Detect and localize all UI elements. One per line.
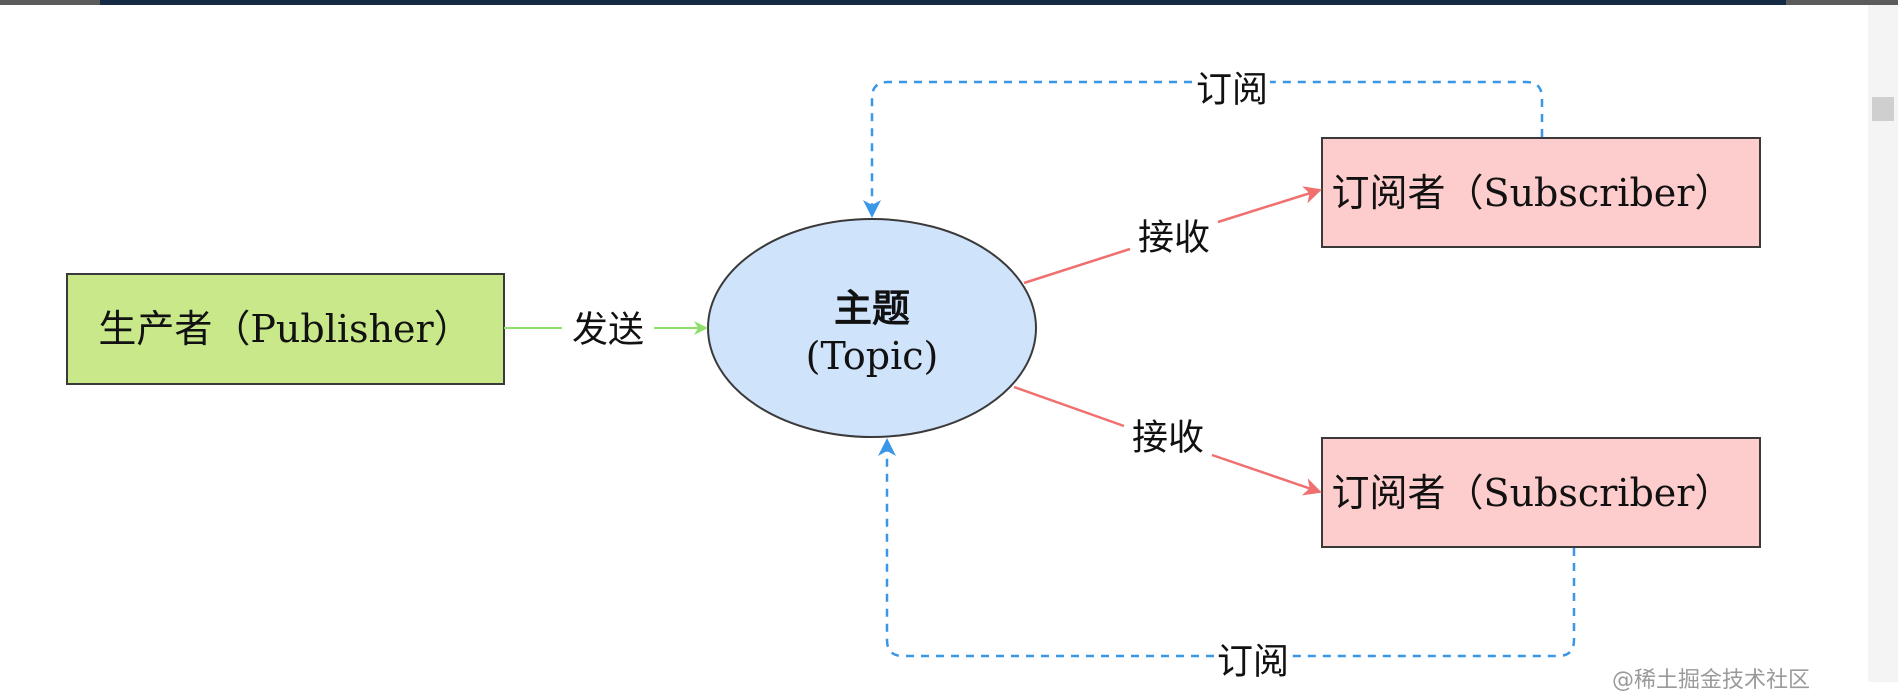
- publisher-node: 生产者（Publisher）: [66, 273, 505, 385]
- receive-label-top: 接收: [1138, 218, 1210, 259]
- pubsub-diagram: 生产者（Publisher） 主题 (Topic) 订阅者（Subscriber…: [66, 70, 1761, 683]
- publisher-label: 生产者（Publisher）: [98, 307, 471, 351]
- scrollbar-track[interactable]: [1868, 5, 1898, 682]
- top-bar-right-segment: [1786, 0, 1898, 5]
- subscribe-line-top: [872, 80, 1544, 216]
- subscribe-label-bottom: 订阅: [1217, 642, 1289, 683]
- topic-label-line2: (Topic): [806, 334, 939, 378]
- subscribe-edge-bottom: 订阅: [887, 440, 1576, 683]
- watermark: @稀土掘金技术社区: [1612, 668, 1811, 693]
- subscribe-label-top: 订阅: [1196, 70, 1268, 111]
- topic-label-line1: 主题: [834, 286, 910, 331]
- subscriber-box-bottom: [1321, 437, 1761, 548]
- receive-edge-top: 接收: [1023, 186, 1322, 285]
- send-label: 发送: [572, 310, 644, 351]
- receive-label-bottom: 接收: [1132, 418, 1204, 459]
- scrollbar-thumb[interactable]: [1872, 97, 1894, 121]
- receive-arrow-top: [1217, 186, 1322, 224]
- receive-line-top-a: [1023, 247, 1131, 285]
- top-bar: [0, 0, 1898, 5]
- publisher-box: [66, 273, 505, 385]
- top-bar-left-segment: [0, 0, 100, 5]
- subscriber-label-top: 订阅者（Subscriber）: [1332, 171, 1733, 215]
- subscriber-node-top: 订阅者（Subscriber）: [1321, 137, 1761, 248]
- topic-node: 主题 (Topic): [707, 218, 1037, 438]
- subscriber-box-top: [1321, 137, 1761, 248]
- receive-line-bottom-a: [1013, 385, 1125, 428]
- receive-arrow-bottom: [1211, 453, 1322, 496]
- subscriber-node-bottom: 订阅者（Subscriber）: [1321, 437, 1761, 548]
- receive-edge-bottom: 接收: [1013, 385, 1322, 496]
- subscriber-label-bottom: 订阅者（Subscriber）: [1332, 471, 1733, 515]
- subscribe-line-bottom: [887, 440, 1576, 658]
- subscribe-edge-top: 订阅: [872, 70, 1544, 217]
- send-edge: 发送: [504, 310, 708, 351]
